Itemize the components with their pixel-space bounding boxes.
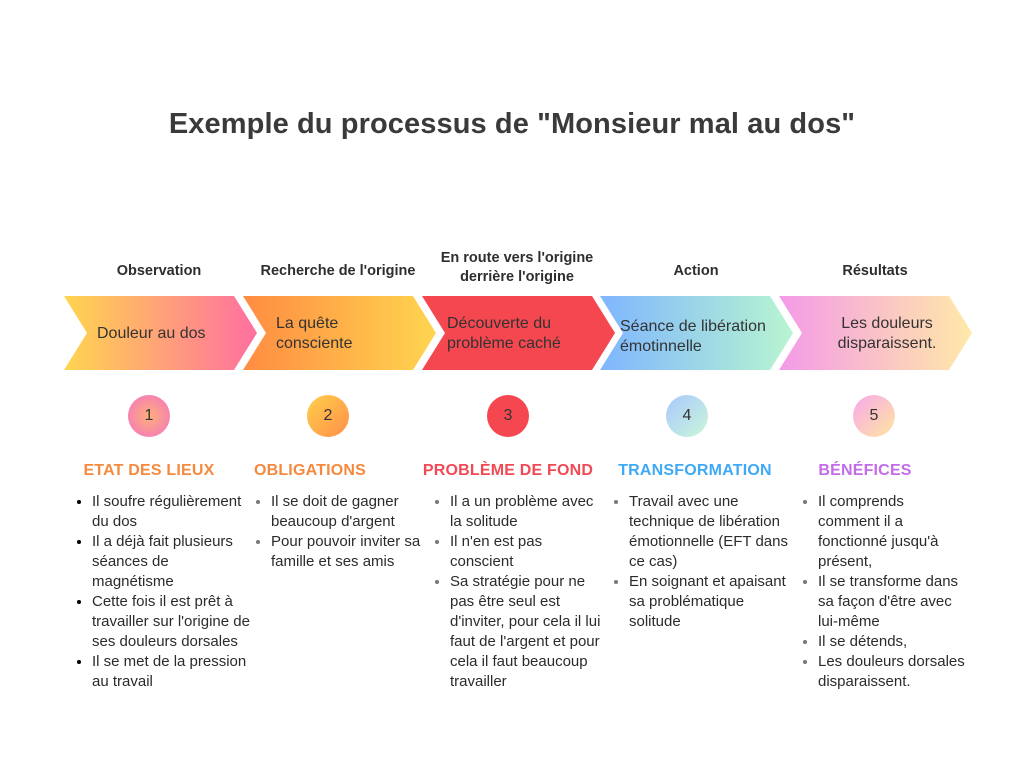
- step-number-2: 2: [323, 407, 333, 424]
- number-circle-3: [487, 395, 529, 437]
- list-item: Travail avec une technique de libération…: [629, 492, 789, 572]
- category-etat-des-lieux: ETAT DES LIEUX: [83, 462, 215, 479]
- category-obligations: OBLIGATIONS: [253, 462, 367, 479]
- list-item: Il se transforme dans sa façon d'être av…: [818, 572, 968, 632]
- list-item: Il se détends,: [818, 632, 968, 652]
- number-circle-2: [307, 395, 349, 437]
- stage-label-recherche: Recherche de l'origine: [260, 263, 416, 279]
- bullet-list-5: Il comprends comment il a fonctionné jus…: [800, 492, 968, 692]
- category-benefices: BÉNÉFICES: [818, 462, 912, 479]
- bullet-list-4: Travail avec une technique de libération…: [611, 492, 789, 632]
- bullet-list-2: Il se doit de gagner beaucoup d'argent P…: [253, 492, 427, 572]
- list-item: Pour pouvoir inviter sa famille et ses a…: [271, 532, 427, 572]
- bullet-list-3: Il a un problème avec la solitude Il n'e…: [432, 492, 608, 692]
- chevron-text-4: Séance de libération émotinnelle: [620, 318, 766, 355]
- list-item: Il a déjà fait plusieurs séances de magn…: [92, 532, 252, 592]
- chevron-4: [600, 296, 793, 370]
- list-item: Sa stratégie pour ne pas être seul est d…: [450, 572, 608, 692]
- list-item: Il a un problème avec la solitude: [450, 492, 608, 532]
- number-circle-1: [128, 395, 170, 437]
- chevron-text-2: La quête consciente: [276, 315, 353, 352]
- list-item: Il se doit de gagner beaucoup d'argent: [271, 492, 427, 532]
- number-circle-5: [853, 395, 895, 437]
- step-number-3: 3: [503, 407, 513, 424]
- category-transformation: TRANSFORMATION: [618, 462, 772, 479]
- list-item: Les douleurs dorsales disparaissent.: [818, 652, 968, 692]
- step-number-1: 1: [144, 407, 154, 424]
- stage-label-action: Action: [673, 263, 719, 279]
- step-number-5: 5: [869, 407, 879, 424]
- list-item: Cette fois il est prêt à travailler sur …: [92, 592, 252, 652]
- chevron-5: [779, 296, 972, 370]
- list-item: En soignant et apaisant sa problématique…: [629, 572, 789, 632]
- chevron-3: [422, 296, 615, 370]
- stage-label-resultats: Résultats: [842, 263, 908, 279]
- chevron-text-3: Découverte du problème caché: [447, 315, 561, 352]
- list-item: Il n'en est pas conscient: [450, 532, 608, 572]
- list-item: Il se met de la pression au travail: [92, 652, 252, 692]
- page-title: Exemple du processus de "Monsieur mal au…: [168, 108, 856, 140]
- number-circle-4: [666, 395, 708, 437]
- list-item: Il soufre régulièrement du dos: [92, 492, 252, 532]
- chevron-text-1: Douleur au dos: [97, 325, 206, 342]
- chevron-1: [64, 296, 257, 370]
- category-probleme-de-fond: PROBLÈME DE FOND: [422, 462, 594, 479]
- step-number-4: 4: [682, 407, 692, 424]
- list-item: Il comprends comment il a fonctionné jus…: [818, 492, 968, 572]
- stage-label-en-route: En route vers l'origine derrière l'origi…: [440, 250, 594, 285]
- stage-label-observation: Observation: [116, 263, 202, 279]
- chevron-text-5: Les douleurs disparaissent.: [837, 315, 937, 352]
- chevron-2: [243, 296, 436, 370]
- bullet-list-1: Il soufre régulièrement du dos Il a déjà…: [74, 492, 252, 692]
